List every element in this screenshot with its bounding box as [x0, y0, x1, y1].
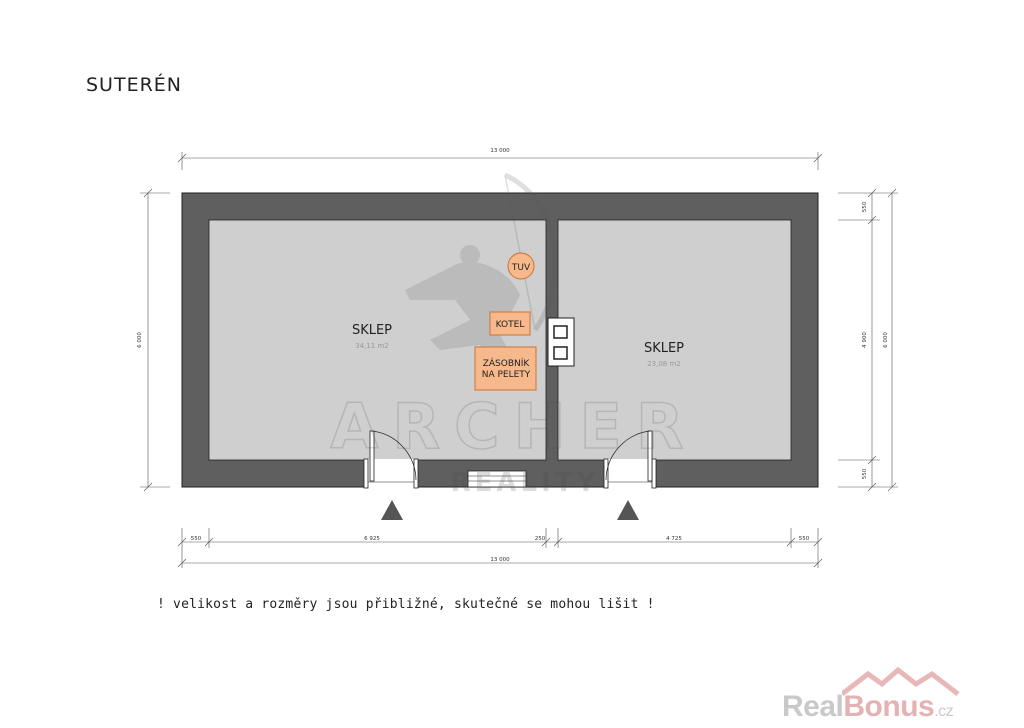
dim-bottom-room2: 4 725: [666, 536, 682, 542]
dimension-top: [177, 152, 823, 170]
chimney-flue-bottom: [553, 346, 568, 360]
logo-cz: .cz: [934, 703, 954, 720]
boiler-kotel: [489, 311, 531, 336]
room-name-right: SKLEP: [644, 341, 684, 356]
pellet-storage-label-line2: NA PELETY: [482, 370, 531, 380]
chimney-flue-top: [553, 325, 568, 339]
kotel-label: KOTEL: [496, 320, 525, 330]
door-right: [603, 430, 657, 489]
dimension-bottom-total: [177, 548, 823, 568]
logo-real: Real: [782, 690, 844, 723]
realbonus-logo: RealBonus.cz: [782, 666, 1002, 724]
entrance-arrow-right: [617, 500, 639, 520]
window-bottom: [467, 470, 527, 488]
room-area-left: 34,11 m2: [355, 342, 389, 350]
dim-bottom-partition: 250: [535, 536, 546, 542]
dim-bottom-right-wall: 550: [799, 536, 810, 542]
dim-total-width-top: 13 000: [490, 148, 510, 154]
room-area-right: 23,08 m2: [647, 360, 681, 368]
watermark-text-line1: ARCHER: [330, 390, 697, 463]
dim-right-height: 6 000: [883, 332, 889, 348]
dim-right-bottom-wall: 550: [862, 468, 868, 479]
dim-total-width-bottom: 13 000: [490, 557, 510, 563]
dim-bottom-room1: 6 925: [364, 536, 380, 542]
tuv-water-heater: [507, 252, 535, 280]
room-name-left: SKLEP: [352, 323, 392, 338]
pellet-storage-label-line1: ZÁSOBNÍK: [483, 357, 531, 369]
dim-right-middle: 4 900: [862, 332, 868, 348]
watermark-text-line2: REALITY: [451, 468, 600, 498]
dimension-bottom-segments: [177, 528, 823, 548]
dimension-right-total: [880, 188, 898, 492]
dim-bottom-left-wall: 550: [191, 536, 202, 542]
page-title: SUTERÉN: [86, 74, 182, 96]
entrance-arrow-left: [381, 500, 403, 520]
house-roof-icon: [842, 666, 960, 696]
dim-left-height: 6 000: [137, 332, 143, 348]
room-floor-left: [208, 219, 547, 461]
dim-right-top-wall: 550: [862, 201, 868, 212]
disclaimer-note: ! velikost a rozměry jsou přibližné, sku…: [157, 597, 655, 612]
door-left: [363, 430, 419, 489]
pellet-storage: [474, 346, 537, 391]
dimension-right-segments: [838, 188, 880, 492]
tuv-label: TUV: [511, 263, 531, 273]
room-floor-right: [557, 219, 792, 461]
logo-bonus: Bonus: [843, 690, 935, 723]
dimension-left: [140, 188, 170, 492]
